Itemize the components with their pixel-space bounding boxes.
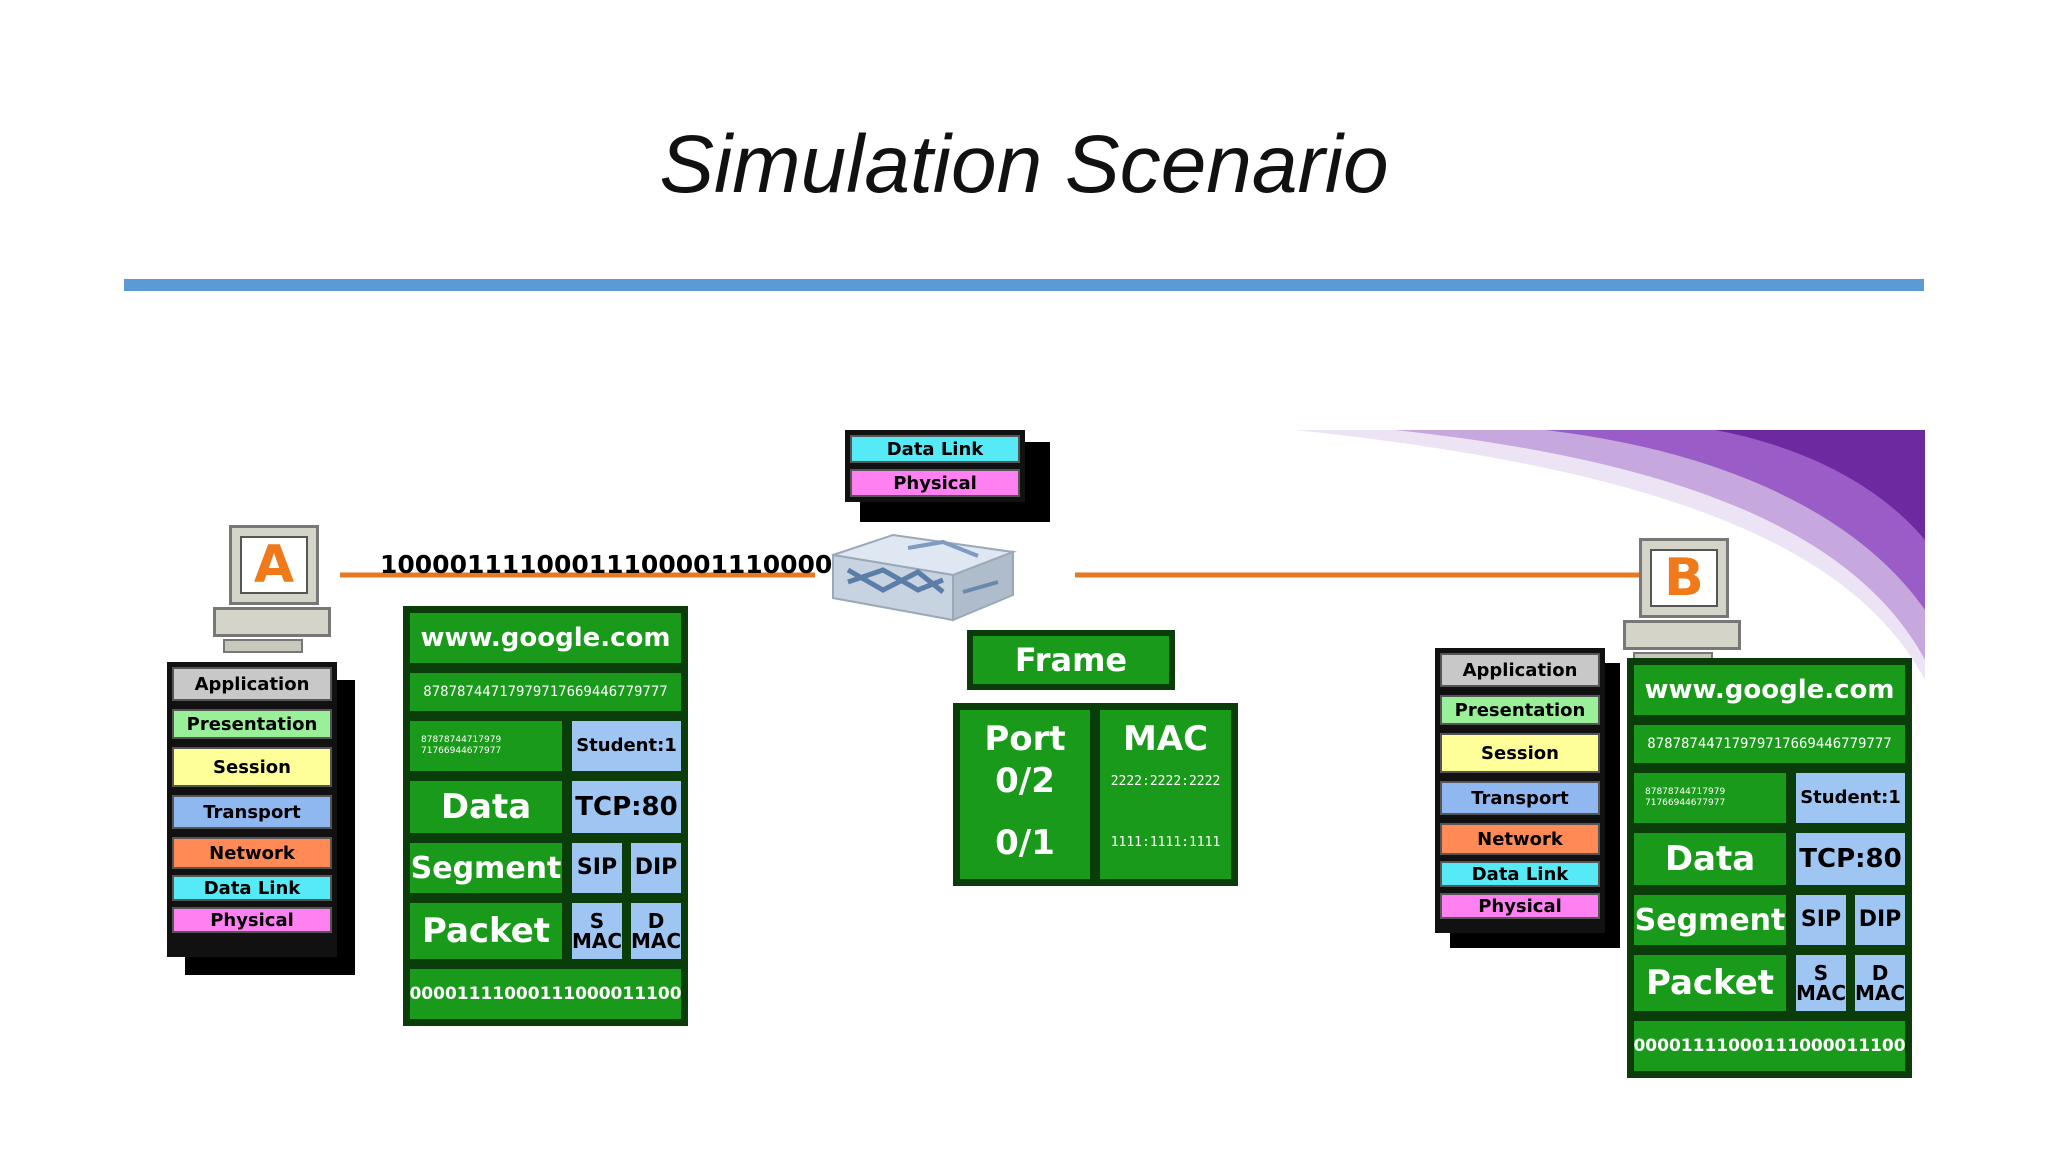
host-a[interactable]: A <box>213 525 331 655</box>
host-a-encoded: 87878744717979717669446779777 <box>407 670 684 714</box>
switch-port-header: Port <box>984 719 1066 759</box>
host-b-smac: S MAC <box>1793 952 1849 1014</box>
host-b-dip: DIP <box>1852 892 1908 948</box>
host-b-packet-panel: www.google.com 8787874471797971766944677… <box>1627 658 1912 1078</box>
host-a-url: www.google.com <box>407 610 684 666</box>
switch-layer-data-link: Data Link <box>850 435 1020 463</box>
host-a-stack: Application Presentation Session Transpo… <box>167 662 337 957</box>
host-b-encoded-small-cell: 87878744717979 71766944677977 <box>1631 770 1789 826</box>
slide-title: Simulation Scenario <box>659 119 1389 210</box>
switch-mac-header: MAC <box>1122 719 1209 759</box>
link-bits: 10000111100011100001110000 <box>380 550 833 579</box>
host-b-layer-network: Network <box>1440 823 1600 855</box>
host-b-encoded-small: 87878744717979 71766944677977 <box>1645 787 1726 808</box>
host-b-base <box>1623 620 1741 650</box>
host-b-tcp: TCP:80 <box>1793 830 1908 888</box>
link-lines <box>340 572 1645 578</box>
host-a-packet-label: Packet <box>407 900 565 962</box>
host-a-segment: Segment <box>407 840 565 896</box>
host-b-stack: Application Presentation Session Transpo… <box>1435 648 1605 933</box>
host-b-dmac: D MAC <box>1852 952 1908 1014</box>
switch-mac-column: MAC 2222:2222:2222 1111:1111:1111 <box>1097 707 1234 882</box>
host-a-layer-network: Network <box>172 837 332 869</box>
host-a-packet-panel: www.google.com 8787874471797971766944677… <box>403 606 688 1026</box>
host-a-dip: DIP <box>628 840 684 896</box>
host-b-layer-transport: Transport <box>1440 781 1600 815</box>
switch-port-column: Port 0/2 0/1 <box>957 707 1093 882</box>
host-a-layer-data-link: Data Link <box>172 875 332 901</box>
host-a-encoded-small: 87878744717979 71766944677977 <box>421 735 502 756</box>
switch-icon[interactable] <box>813 530 1018 630</box>
switch-port-1: 0/1 <box>995 823 1055 863</box>
host-b-label: B <box>1650 548 1718 608</box>
host-b-layer-application: Application <box>1440 653 1600 687</box>
host-a-sip: SIP <box>569 840 625 896</box>
host-b-data: Data <box>1631 830 1789 888</box>
switch-port-0: 0/2 <box>995 761 1055 801</box>
title-underline <box>124 279 1924 291</box>
host-b-layer-physical: Physical <box>1440 893 1600 919</box>
host-a-frame-bits: 00001111000111000011100 <box>407 966 684 1022</box>
host-a-layer-application: Application <box>172 667 332 701</box>
host-b-layer-data-link: Data Link <box>1440 861 1600 887</box>
host-a-student: Student:1 <box>569 718 684 774</box>
host-b-layer-session: Session <box>1440 733 1600 773</box>
host-b-packet-label: Packet <box>1631 952 1789 1014</box>
host-a-layer-presentation: Presentation <box>172 709 332 739</box>
host-b-url: www.google.com <box>1631 662 1908 718</box>
host-a-layer-session: Session <box>172 747 332 787</box>
switch-stack: Data Link Physical <box>845 430 1025 502</box>
frame-header: Frame <box>970 633 1172 687</box>
host-b-frame-bits: 00001111000111000011100 <box>1631 1018 1908 1074</box>
host-b-monitor: B <box>1639 538 1729 618</box>
host-a-layer-physical: Physical <box>172 907 332 933</box>
host-a-layer-transport: Transport <box>172 795 332 829</box>
host-a-label: A <box>240 535 308 595</box>
host-a-monitor: A <box>229 525 319 605</box>
host-a-smac: S MAC <box>569 900 625 962</box>
switch-layer-physical: Physical <box>850 469 1020 497</box>
host-a-keyboard <box>223 639 303 653</box>
host-b-segment: Segment <box>1631 892 1789 948</box>
switch-mac-table: Port 0/2 0/1 MAC 2222:2222:2222 1111:111… <box>953 703 1238 886</box>
host-a-dmac: D MAC <box>628 900 684 962</box>
host-a-encoded-small-cell: 87878744717979 71766944677977 <box>407 718 565 774</box>
switch-mac-0: 2222:2222:2222 <box>1110 774 1221 789</box>
host-b-layer-presentation: Presentation <box>1440 695 1600 725</box>
host-b[interactable]: B <box>1623 538 1741 668</box>
switch-mac-1: 1111:1111:1111 <box>1110 835 1221 850</box>
host-b-encoded: 87878744717979717669446779777 <box>1631 722 1908 766</box>
host-a-tcp: TCP:80 <box>569 778 684 836</box>
host-a-base <box>213 607 331 637</box>
decorative-swoosh <box>1295 430 1925 680</box>
host-b-sip: SIP <box>1793 892 1849 948</box>
host-a-data: Data <box>407 778 565 836</box>
network-diagram: A 10000111100011100001110000 Application… <box>145 430 1925 1080</box>
host-b-student: Student:1 <box>1793 770 1908 826</box>
